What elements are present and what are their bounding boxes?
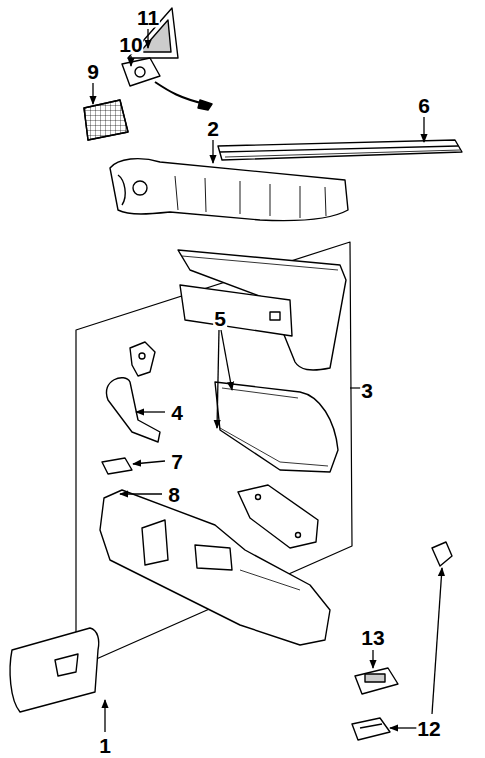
- callout-number: 6: [417, 95, 431, 116]
- callout-number: 2: [206, 118, 220, 139]
- callout-number: 11: [136, 7, 160, 28]
- callout-number: 10: [118, 34, 143, 55]
- callout-number: 7: [170, 451, 184, 472]
- callout-number: 3: [360, 380, 374, 401]
- callout-number: 13: [360, 627, 385, 648]
- callout-number: 1: [98, 735, 112, 756]
- callout-number: 5: [213, 308, 227, 329]
- callout-number: 8: [167, 484, 181, 505]
- callout-number: 12: [416, 718, 441, 739]
- callout-number: 9: [86, 61, 100, 82]
- callout-number: 4: [170, 402, 184, 423]
